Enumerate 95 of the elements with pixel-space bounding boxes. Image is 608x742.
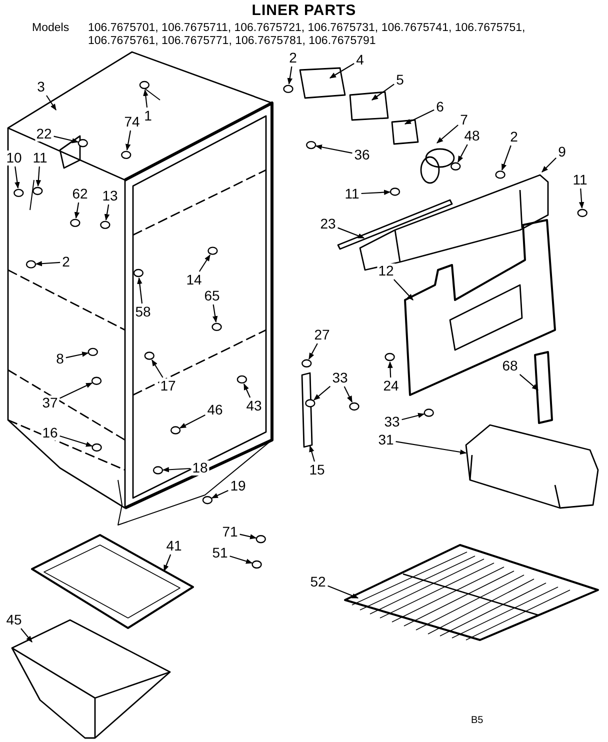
leader-line xyxy=(338,227,365,239)
leader-line xyxy=(244,383,251,398)
callout-number: 27 xyxy=(313,328,331,342)
leader-line xyxy=(388,361,393,378)
callout-number: 8 xyxy=(55,352,65,366)
callout-number: 11 xyxy=(344,186,360,202)
callout-number: 11 xyxy=(32,150,48,166)
leader-line xyxy=(35,260,60,266)
leader-line xyxy=(162,467,190,472)
leader-line xyxy=(46,95,56,111)
callout-number: 18 xyxy=(191,460,209,476)
leader-line xyxy=(314,386,331,400)
leader-line xyxy=(60,435,93,447)
callout-number: 2 xyxy=(509,130,519,144)
leader-line xyxy=(60,382,93,399)
callout-number: 46 xyxy=(206,402,224,418)
leader-line xyxy=(402,412,425,420)
title: LINER PARTS xyxy=(252,2,356,19)
leader-line xyxy=(542,158,556,172)
leader-line xyxy=(179,414,206,428)
callout-number: 71 xyxy=(221,524,239,540)
model-number-list: 106.7675701, 106.7675711, 106.7675721, 106.7675731, 106.7675741, 106.7675751, 106.7675761, 106.7675771, 106.7675781, 106.7675791 xyxy=(88,22,548,48)
leader-line xyxy=(212,304,218,323)
callout-number: 19 xyxy=(229,478,247,494)
leader-line xyxy=(125,130,132,151)
leader-line xyxy=(66,352,89,358)
leader-line xyxy=(211,490,228,498)
leader-line xyxy=(328,585,359,599)
callout-number: 43 xyxy=(245,398,263,414)
callout-number: 2 xyxy=(61,254,71,270)
callout-number: 2 xyxy=(288,50,298,66)
leader-line xyxy=(152,359,164,378)
leader-line xyxy=(240,534,257,540)
leader-line xyxy=(36,166,42,187)
callout-number: 22 xyxy=(35,126,53,142)
callout-number: 9 xyxy=(557,144,567,160)
callout-number: 74 xyxy=(123,114,141,130)
callout-number: 48 xyxy=(463,128,481,144)
leader-line xyxy=(578,188,584,209)
leader-line xyxy=(198,254,210,272)
callout-number: 31 xyxy=(377,432,395,448)
callout-number: 12 xyxy=(377,264,395,278)
callout-number: 33 xyxy=(331,370,349,386)
leader-line xyxy=(501,145,512,171)
leader-line xyxy=(137,277,143,304)
callout-number: 16 xyxy=(41,426,59,440)
callout-number: 15 xyxy=(308,462,326,478)
callout-number: 58 xyxy=(134,304,152,320)
callout-number: 51 xyxy=(211,546,229,560)
leader-line xyxy=(519,374,538,390)
leader-line xyxy=(315,144,352,154)
callout-number: 7 xyxy=(459,112,469,128)
leader-line xyxy=(230,556,253,564)
leader-line xyxy=(163,554,172,572)
models-label: Models xyxy=(32,22,70,34)
leader-line xyxy=(20,628,32,642)
callout-number: 62 xyxy=(71,186,89,202)
callout-number: 33 xyxy=(383,414,401,430)
callout-number: 3 xyxy=(36,80,46,94)
callout-number: 11 xyxy=(572,172,588,188)
leader-line xyxy=(287,66,293,85)
leader-line xyxy=(74,202,80,219)
callout-number: 4 xyxy=(355,52,365,68)
callout-number: 10 xyxy=(5,150,23,166)
callout-number: 68 xyxy=(501,358,519,374)
leader-line xyxy=(404,109,434,124)
callout-number: 45 xyxy=(5,612,23,628)
callout-number: 24 xyxy=(382,378,400,394)
leader-line xyxy=(143,89,148,108)
leader-line xyxy=(104,204,110,221)
callout-number: 23 xyxy=(319,216,337,232)
callout-number: 41 xyxy=(165,538,183,554)
callout-number: 14 xyxy=(185,272,203,288)
leader-line xyxy=(436,124,458,144)
callout-number: 5 xyxy=(395,72,405,88)
callout-number: 52 xyxy=(309,574,327,590)
drawing-code: B5 xyxy=(471,715,484,726)
leader-line xyxy=(458,144,468,163)
leader-line xyxy=(329,63,354,78)
leader-line xyxy=(371,84,394,100)
callout-number: 36 xyxy=(353,148,371,162)
callout-number: 37 xyxy=(41,396,59,410)
callout-number: 17 xyxy=(159,378,177,394)
callout-number: 6 xyxy=(435,100,445,114)
leader-line xyxy=(361,190,391,195)
leader-line xyxy=(309,445,316,462)
leader-line xyxy=(14,166,20,189)
leader-line xyxy=(344,386,352,403)
leader-line xyxy=(394,279,414,300)
leader-line xyxy=(396,441,467,455)
leader-line xyxy=(308,343,318,360)
callout-number: 1 xyxy=(143,108,153,124)
leader-line xyxy=(54,136,79,144)
callout-number: 65 xyxy=(203,288,221,304)
callout-number: 13 xyxy=(101,188,119,204)
